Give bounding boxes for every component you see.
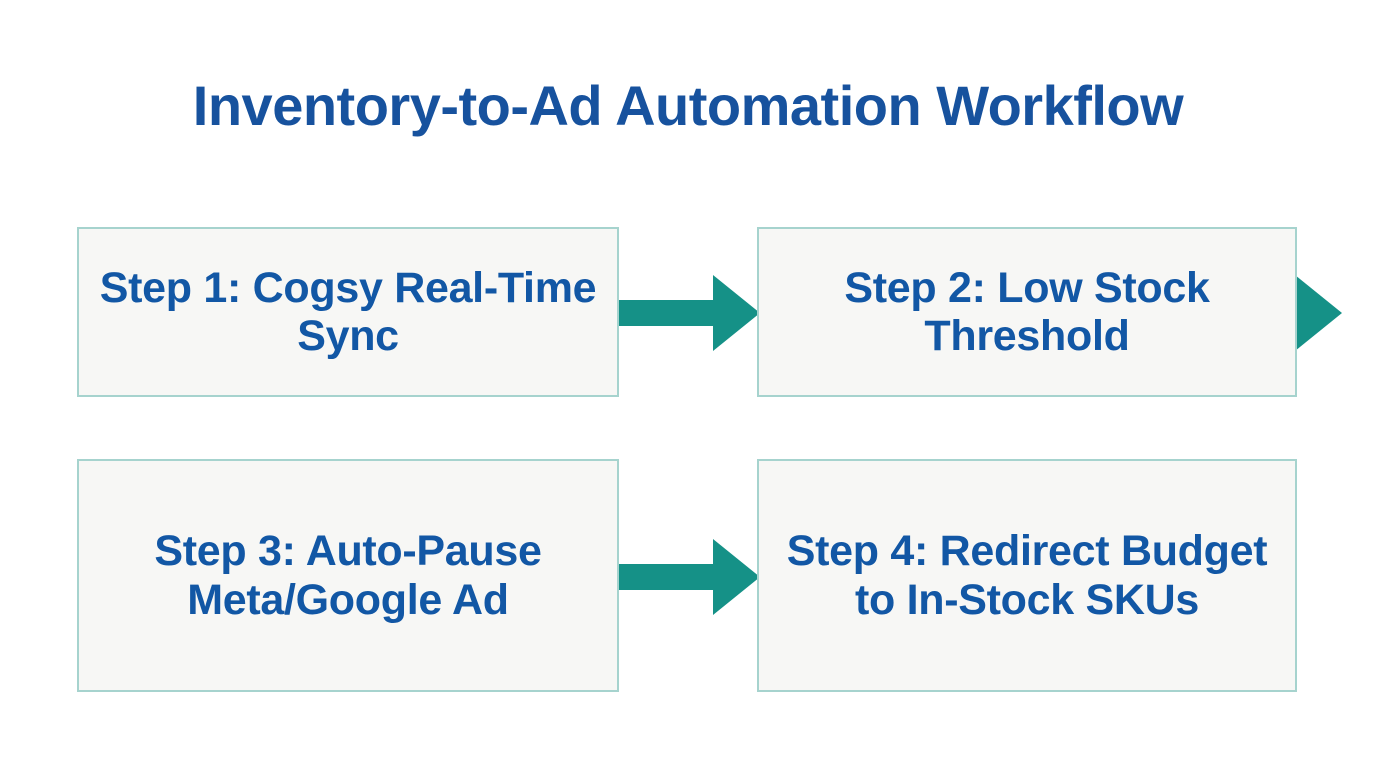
step-box-3-label: Step 3: Auto-Pause Meta/Google Ad: [154, 527, 542, 624]
arrow-right-icon-step1-to-step2: [618, 273, 760, 353]
step-box-2-label: Step 2: Low Stock Threshold: [844, 263, 1210, 360]
page-title: Inventory-to-Ad Automation Workflow: [192, 74, 1184, 137]
step-box-4[interactable]: Step 4: Redirect Budget to In-Stock SKUs: [757, 459, 1297, 692]
step-box-1-label: Step 1: Cogsy Real-Time Sync: [99, 263, 597, 360]
step-box-2[interactable]: Step 2: Low Stock Threshold: [757, 227, 1297, 397]
step-box-1[interactable]: Step 1: Cogsy Real-Time Sync: [77, 227, 619, 397]
step-box-3[interactable]: Step 3: Auto-Pause Meta/Google Ad: [77, 459, 619, 692]
step-box-4-label: Step 4: Redirect Budget to In-Stock SKUs: [786, 527, 1268, 624]
arrow-right-icon-step3-to-step4: [618, 537, 760, 617]
arrow-right-icon-step2-outflow: [1295, 273, 1376, 353]
